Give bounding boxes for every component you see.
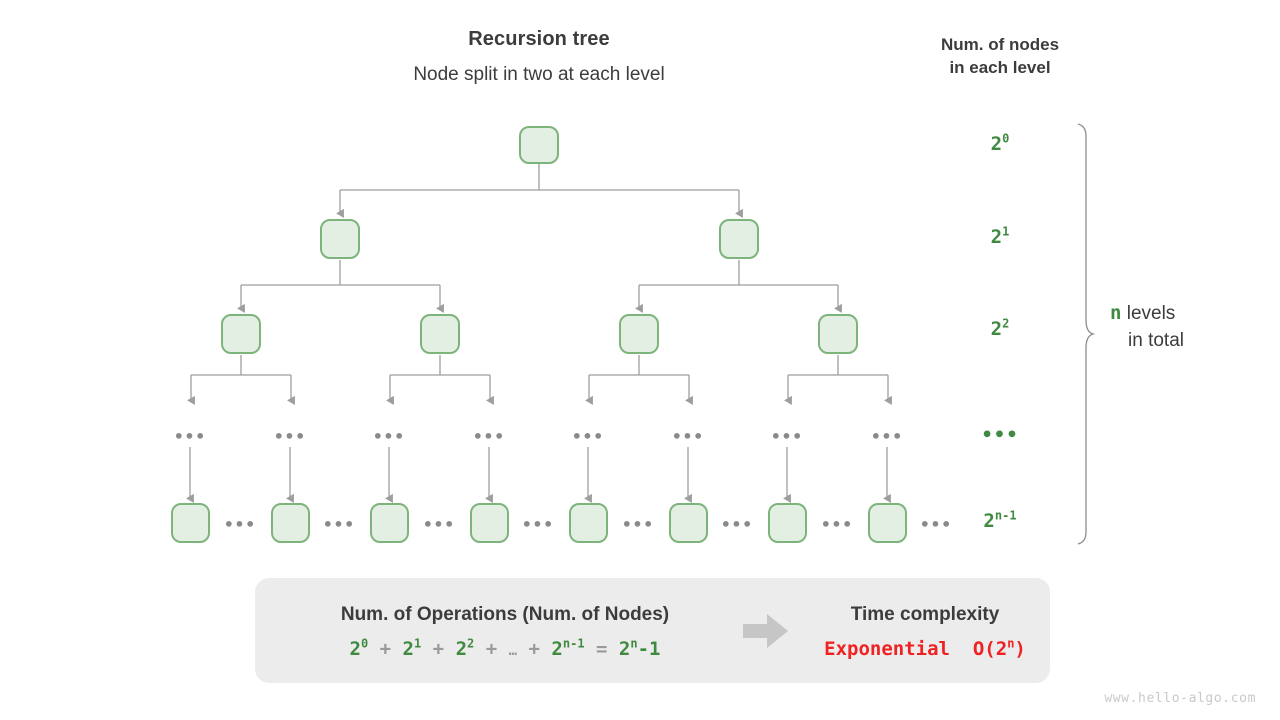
level-count-base: 2	[990, 226, 1003, 248]
level-count-base: 2	[983, 510, 995, 532]
tree-ellipsis: •••	[274, 427, 306, 446]
formula-result: 2n‑1	[618, 636, 661, 660]
levels-brace	[1077, 123, 1096, 545]
leaf-gap-ellipsis: •••	[224, 515, 256, 534]
leaf-gap-ellipsis: •••	[522, 515, 554, 534]
formula-term-0: 20	[349, 636, 369, 660]
formula-equals: =	[596, 638, 608, 660]
formula-term-2: 22	[455, 636, 475, 660]
right-heading-line2: in each level	[949, 58, 1051, 77]
leaf-gap-ellipsis: •••	[920, 515, 952, 534]
tree-node	[569, 503, 608, 543]
level-count-exp: 1	[1002, 224, 1010, 239]
summary-left-column: Num. of Operations (Num. of Nodes) 20 + …	[255, 578, 755, 683]
tree-node	[768, 503, 807, 543]
tree-ellipsis: •••	[373, 427, 405, 446]
tree-ellipsis: •••	[771, 427, 803, 446]
tree-node	[470, 503, 509, 543]
complexity-big-o: O(2n)	[961, 636, 1026, 660]
leaf-gap-ellipsis: •••	[323, 515, 355, 534]
summary-right-column: Time complexity Exponential O(2n)	[800, 578, 1050, 683]
time-complexity-value: Exponential O(2n)	[800, 638, 1050, 660]
summary-box	[255, 578, 1050, 683]
tree-node	[221, 314, 261, 354]
tree-ellipsis: •••	[672, 427, 704, 446]
tree-node	[669, 503, 708, 543]
formula-plus: +	[432, 638, 445, 660]
operations-formula: 20 + 21 + 22 + … + 2n‑1 = 2n‑1	[255, 638, 755, 660]
level-count-exp: 2	[1002, 316, 1010, 331]
time-complexity-heading: Time complexity	[850, 604, 1000, 625]
formula-term-1: 21	[402, 636, 422, 660]
formula-term-4: 2n‑1	[551, 636, 585, 660]
tree-node	[868, 503, 907, 543]
formula-plus: +	[485, 638, 498, 660]
page-title: Recursion tree	[468, 28, 610, 50]
tree-node	[719, 219, 759, 259]
tree-ellipsis: •••	[871, 427, 903, 446]
level-count-0: 20	[940, 133, 1060, 155]
tree-node	[271, 503, 310, 543]
tree-ellipsis: •••	[473, 427, 505, 446]
tree-ellipsis: •••	[174, 427, 206, 446]
right-heading-line1: Num. of nodes	[940, 35, 1060, 54]
level-count-base: 2	[990, 318, 1003, 340]
tree-node	[619, 314, 659, 354]
level-count-4: 2n-1	[940, 510, 1060, 532]
leaf-gap-ellipsis: •••	[821, 515, 853, 534]
tree-node	[818, 314, 858, 354]
formula-ellipsis: …	[508, 643, 518, 659]
page-subtitle: Node split in two at each level	[413, 64, 665, 85]
level-count-1: 21	[940, 226, 1060, 248]
leaf-gap-ellipsis: •••	[721, 515, 753, 534]
operations-heading: Num. of Operations (Num. of Nodes)	[340, 604, 670, 625]
formula-plus: +	[528, 638, 540, 660]
formula-plus: +	[379, 638, 392, 660]
right-arrow-icon	[743, 612, 789, 650]
leaf-gap-ellipsis: •••	[622, 515, 654, 534]
tree-node	[519, 126, 559, 164]
level-count-base: 2	[990, 133, 1003, 155]
tree-node	[320, 219, 360, 259]
tree-ellipsis: •••	[572, 427, 604, 446]
n-symbol: n	[1110, 302, 1122, 324]
leaf-gap-ellipsis: •••	[423, 515, 455, 534]
levels-word: levels	[1126, 303, 1176, 324]
complexity-word: Exponential	[824, 638, 950, 660]
level-count-ellipsis: •••	[981, 424, 1019, 446]
watermark: www.hello-algo.com	[1104, 691, 1256, 706]
in-total-words: in total	[1128, 330, 1184, 351]
level-count-exp: 0	[1002, 131, 1010, 146]
levels-total-annotation: n levels in total	[1110, 300, 1260, 354]
tree-node	[420, 314, 460, 354]
tree-node	[171, 503, 210, 543]
tree-node	[370, 503, 409, 543]
level-count-2: 22	[940, 318, 1060, 340]
right-column-heading: Num. of nodes in each level	[900, 33, 1100, 79]
level-count-exp: n-1	[994, 508, 1017, 523]
